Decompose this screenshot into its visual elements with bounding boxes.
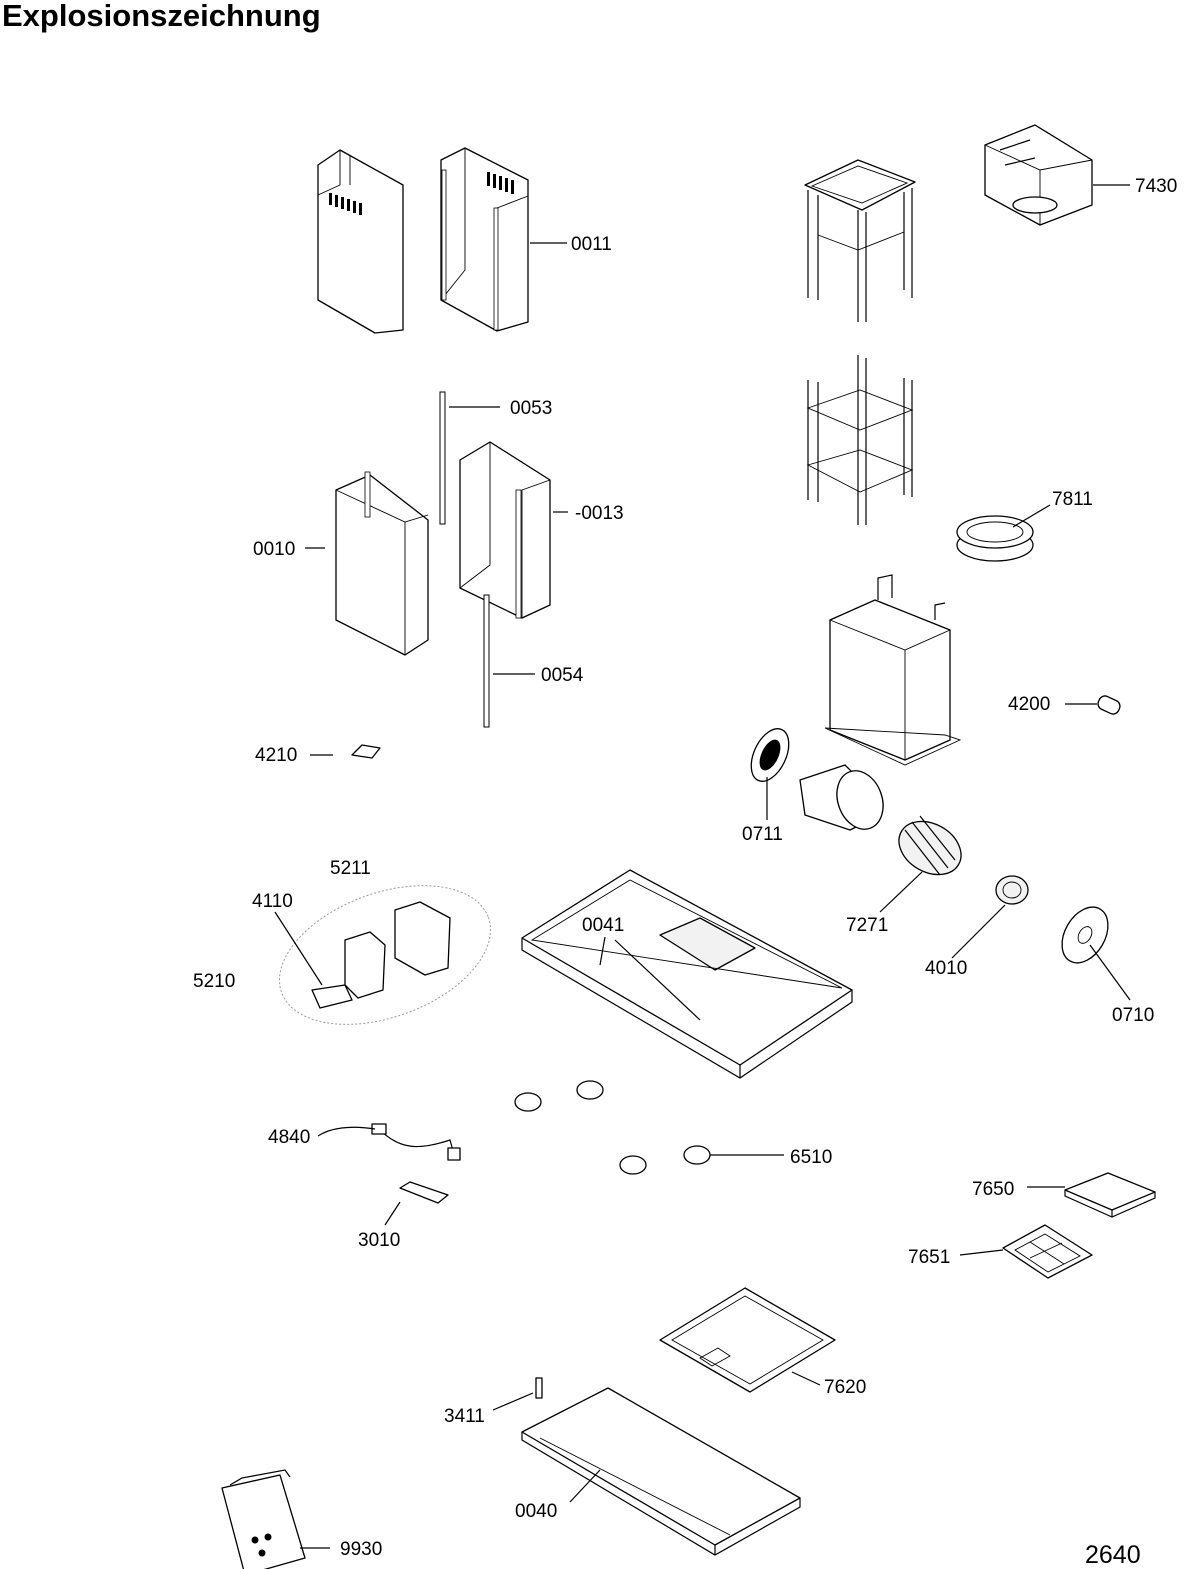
leader-lines [274, 184, 1131, 1549]
label-7651: 7651 [908, 1247, 950, 1268]
label-6510: 6510 [790, 1147, 832, 1168]
lower-chimney-0013-drawing [459, 441, 551, 619]
clip-4210-drawing [351, 744, 381, 759]
filter-frame-7651-drawing [1002, 1224, 1093, 1279]
label-0053: 0053 [510, 398, 552, 419]
capacitor-4200-drawing [1097, 695, 1121, 715]
upper-chimney-cover-drawing [317, 147, 529, 334]
grease-filter-7620-drawing [659, 1287, 836, 1393]
cover-disc-0711-drawing [750, 728, 790, 782]
label-0010: 0010 [253, 539, 295, 560]
electronics-group-drawing [278, 885, 492, 1025]
label-5211: 5211 [330, 858, 371, 879]
trim-strip-0053-drawing [439, 391, 446, 525]
accessory-bag-9930-drawing [221, 1469, 306, 1569]
lower-frame-drawing [806, 355, 914, 525]
cover-disc-0710-drawing [1061, 906, 1109, 964]
lower-chimney-0010-drawing [335, 471, 429, 656]
upper-frame-drawing [804, 159, 916, 322]
label-9930: 9930 [340, 1539, 382, 1560]
page-number: 2640 [1085, 1541, 1141, 1569]
label-7620: 7620 [824, 1377, 866, 1398]
label-7650: 7650 [972, 1179, 1014, 1200]
bottom-panel-0040-drawing [521, 1387, 801, 1556]
fan-housing-7430-drawing [984, 124, 1093, 226]
label-7811: 7811 [1052, 489, 1093, 510]
label-0013: -0013 [575, 503, 624, 524]
label-0040: 0040 [515, 1501, 557, 1522]
motor-4010-drawing [995, 875, 1029, 905]
label-5210: 5210 [193, 971, 235, 992]
label-3411: 3411 [444, 1406, 485, 1427]
label-7271: 7271 [846, 915, 888, 936]
label-4210: 4210 [255, 745, 297, 766]
label-7430: 7430 [1135, 176, 1177, 197]
motor-bracket-drawing [824, 574, 962, 766]
label-0054: 0054 [541, 665, 584, 686]
label-4010: 4010 [925, 958, 967, 979]
label-0011: 0011 [571, 234, 612, 255]
trim-strip-0054-drawing [483, 594, 490, 728]
control-knobs-6510-drawing [514, 1080, 711, 1175]
flange-ring-7811-drawing [956, 515, 1034, 562]
pin-3411-drawing [535, 1377, 543, 1399]
label-4200: 4200 [1008, 694, 1050, 715]
page-title: Explosionszeichnung [2, 0, 321, 33]
hood-body-drawing [521, 869, 853, 1079]
fan-wheel-7271-drawing [898, 815, 962, 876]
fan-ring-drawing [799, 764, 884, 831]
label-0710: 0710 [1112, 1005, 1154, 1026]
label-4110: 4110 [252, 891, 293, 912]
label-0041: 0041 [582, 915, 624, 936]
filter-7650-drawing [1064, 1172, 1156, 1218]
switch-3010-drawing [399, 1181, 449, 1204]
label-3010: 3010 [358, 1230, 400, 1251]
label-0711: 0711 [742, 824, 783, 845]
cable-4840-drawing [371, 1123, 461, 1161]
label-4840: 4840 [268, 1127, 310, 1148]
